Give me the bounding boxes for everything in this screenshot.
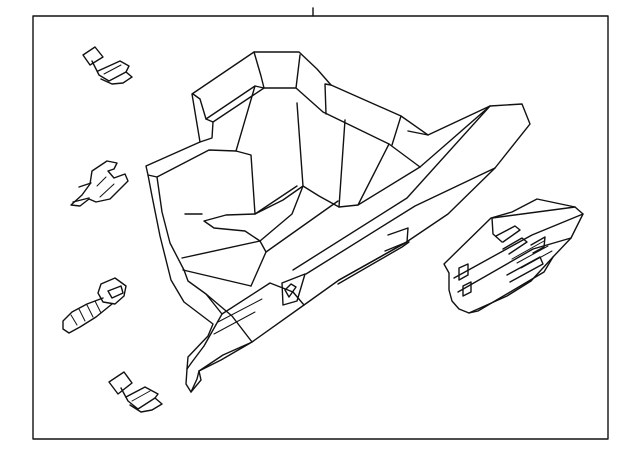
clip-retainer <box>70 160 129 207</box>
push-pin-clip <box>82 46 133 85</box>
push-pin-clip-lower <box>108 371 163 413</box>
bolt-fastener <box>62 277 127 334</box>
latch-assembly <box>443 198 584 314</box>
diagram-frame <box>32 15 609 440</box>
glove-box-assembly <box>145 51 531 393</box>
